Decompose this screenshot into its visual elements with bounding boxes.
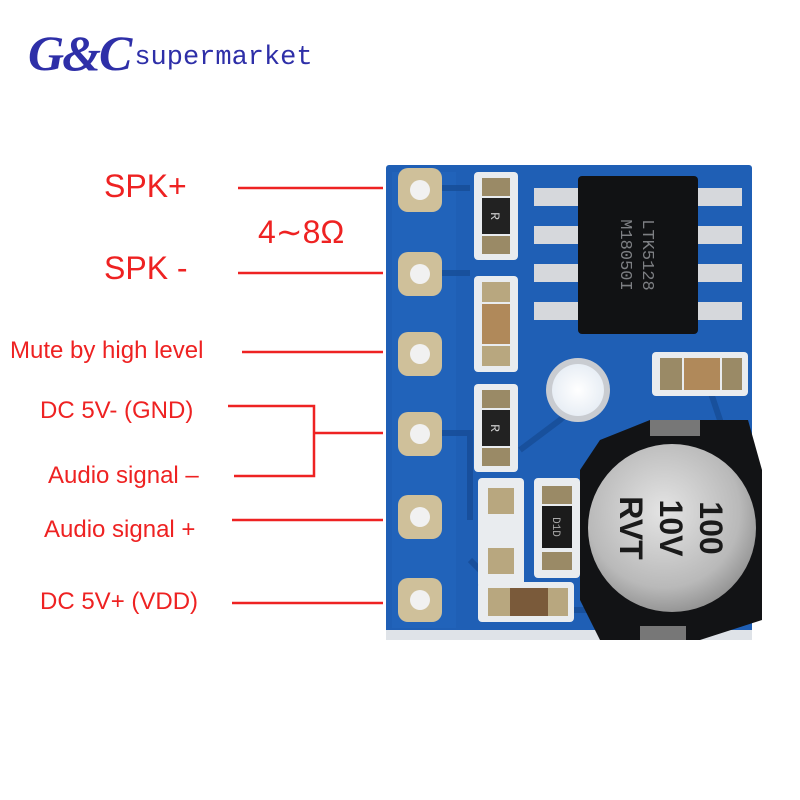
label-impedance: 4∼8Ω [258, 214, 345, 250]
chip-part-number: LTK5128 [637, 219, 656, 290]
label-spk-plus: SPK+ [104, 168, 187, 204]
label-mute: Mute by high level [10, 337, 204, 364]
pin-3 [398, 332, 442, 376]
pin-2 [398, 252, 442, 296]
capacitor-voltage: 10V [653, 500, 689, 558]
diode-mark: D1D [549, 517, 561, 537]
pin-4 [398, 412, 442, 456]
smd-capacitor-right [652, 352, 748, 396]
electrolytic-capacitor: 100 10V RVT [580, 420, 762, 640]
pin-6 [398, 578, 442, 622]
brand-logo: G&C supermarket [28, 18, 313, 78]
label-audio-plus: Audio signal + [44, 516, 196, 543]
capacitor-small [474, 276, 518, 372]
leader-lines [228, 186, 383, 605]
pin-1 [398, 168, 442, 212]
brand-mark: G&C [28, 25, 132, 81]
label-gnd: DC 5V- (GND) [40, 397, 194, 424]
pin-5 [398, 495, 442, 539]
brand-subtitle: supermarket [134, 43, 313, 73]
label-vdd: DC 5V+ (VDD) [40, 588, 199, 615]
label-audio-minus: Audio signal – [48, 462, 199, 489]
resistor-top: R [474, 172, 518, 260]
resistor-bottom-mark: R [487, 424, 502, 432]
amplifier-chip: LTK5128 M18050I [534, 176, 742, 334]
smd-pads: D1D [478, 478, 580, 622]
leader-gnd [228, 404, 316, 478]
chip-date-code: M18050I [615, 219, 634, 290]
mounting-hole [546, 358, 610, 422]
capacitor-series: RVT [613, 496, 649, 560]
resistor-top-mark: R [487, 212, 502, 220]
resistor-bottom: R [474, 384, 518, 472]
label-spk-minus: SPK - [104, 250, 188, 286]
capacitor-value: 100 [693, 501, 729, 554]
header-pins [398, 168, 442, 622]
